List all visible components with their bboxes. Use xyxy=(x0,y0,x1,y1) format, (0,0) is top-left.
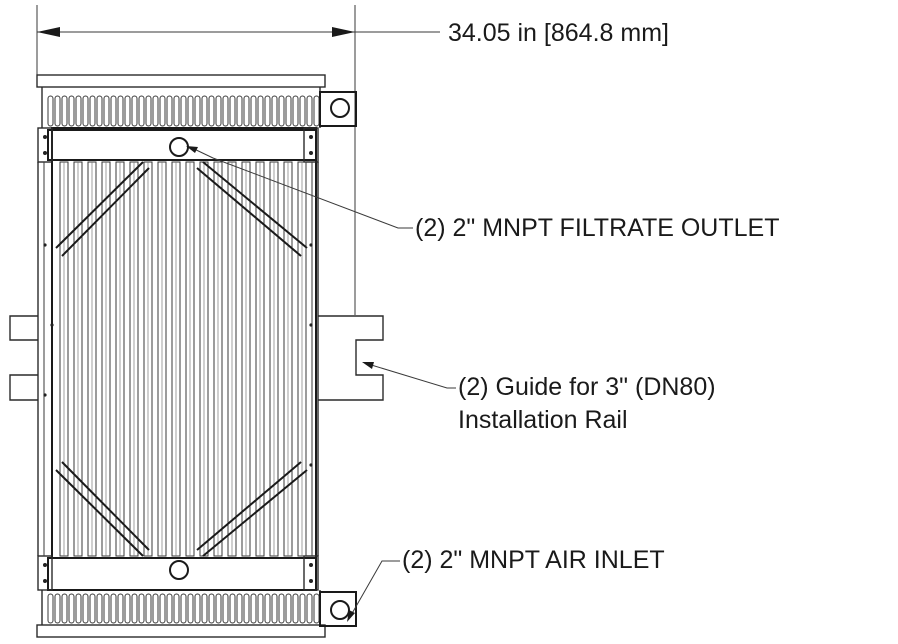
header-fin xyxy=(166,95,173,127)
header-fin xyxy=(138,95,145,127)
header-fin xyxy=(271,95,278,127)
header-fin xyxy=(271,593,278,624)
header-fin xyxy=(222,593,229,624)
header-fin xyxy=(159,95,166,127)
header-fin xyxy=(47,593,54,624)
header-fin xyxy=(215,593,222,624)
header-fin xyxy=(313,593,320,624)
dimension-arrow-right xyxy=(332,27,355,37)
leader-lines xyxy=(186,146,456,622)
header-fin xyxy=(208,593,215,624)
header-fin xyxy=(180,95,187,127)
bottom-header xyxy=(36,590,357,638)
header-fin xyxy=(194,95,201,127)
header-fin xyxy=(236,95,243,127)
header-fin xyxy=(229,95,236,127)
header-fin xyxy=(54,593,61,624)
header-fin xyxy=(194,593,201,624)
bottom-right-port-icon xyxy=(330,600,350,620)
header-fin xyxy=(243,593,250,624)
filtrate-outlet-callout: (2) 2" MNPT FILTRATE OUTLET xyxy=(415,214,779,242)
header-fin xyxy=(278,95,285,127)
header-fin xyxy=(61,95,68,127)
header-fin xyxy=(264,593,271,624)
header-fin xyxy=(110,95,117,127)
header-fin xyxy=(145,95,152,127)
header-fin xyxy=(187,95,194,127)
header-fin xyxy=(257,593,264,624)
filtrate-outlet-port-icon xyxy=(169,137,189,157)
header-fin xyxy=(47,95,54,127)
header-fin xyxy=(124,95,131,127)
header-fin xyxy=(208,95,215,127)
air-inlet-port-icon xyxy=(169,560,189,580)
header-fin xyxy=(187,593,194,624)
header-fin xyxy=(180,593,187,624)
header-fin xyxy=(306,95,313,127)
header-fin xyxy=(117,593,124,624)
header-fin xyxy=(145,593,152,624)
header-fin xyxy=(89,593,96,624)
header-fin xyxy=(110,593,117,624)
header-fin xyxy=(215,95,222,127)
top-header xyxy=(36,74,357,128)
header-fin xyxy=(299,593,306,624)
header-fin xyxy=(229,593,236,624)
header-fin xyxy=(96,95,103,127)
header-fin xyxy=(138,593,145,624)
header-fin xyxy=(131,95,138,127)
header-fin xyxy=(68,593,75,624)
guide-callout-line1: (2) Guide for 3" (DN80) xyxy=(458,373,716,401)
header-fin xyxy=(313,95,320,127)
header-fin xyxy=(117,95,124,127)
header-fin xyxy=(201,95,208,127)
header-fin xyxy=(285,593,292,624)
header-fin xyxy=(152,593,159,624)
header-fin xyxy=(124,593,131,624)
dimension-arrow-left xyxy=(37,27,60,37)
header-fin xyxy=(173,95,180,127)
left-rail-guide xyxy=(9,315,38,401)
header-fin xyxy=(103,95,110,127)
right-rail-guide xyxy=(318,315,384,401)
header-fin xyxy=(250,593,257,624)
header-fin xyxy=(68,95,75,127)
header-fin xyxy=(82,593,89,624)
header-fin xyxy=(131,593,138,624)
header-fin xyxy=(306,593,313,624)
header-fin xyxy=(243,95,250,127)
header-fin xyxy=(292,95,299,127)
guide-callout-line2: Installation Rail xyxy=(458,406,628,434)
top-right-port-icon xyxy=(330,98,350,118)
header-fin xyxy=(96,593,103,624)
header-fin xyxy=(278,593,285,624)
dimension-label: 34.05 in [864.8 mm] xyxy=(448,19,669,47)
header-fin xyxy=(299,95,306,127)
width-dimension: 34.05 in [864.8 mm] xyxy=(36,5,669,315)
header-fin xyxy=(173,593,180,624)
header-fin xyxy=(61,593,68,624)
module-frame xyxy=(37,127,319,591)
header-fin xyxy=(54,95,61,127)
header-fin xyxy=(250,95,257,127)
header-fin xyxy=(201,593,208,624)
header-fin xyxy=(89,95,96,127)
header-fin xyxy=(292,593,299,624)
header-fin xyxy=(159,593,166,624)
header-fin xyxy=(152,95,159,127)
header-fin xyxy=(103,593,110,624)
header-fin xyxy=(257,95,264,127)
header-fin xyxy=(75,593,82,624)
header-fin xyxy=(75,95,82,127)
header-fin xyxy=(285,95,292,127)
air-inlet-callout: (2) 2" MNPT AIR INLET xyxy=(402,546,665,574)
header-fin xyxy=(166,593,173,624)
header-fin xyxy=(82,95,89,127)
header-fin xyxy=(236,593,243,624)
header-fin xyxy=(264,95,271,127)
header-fin xyxy=(222,95,229,127)
